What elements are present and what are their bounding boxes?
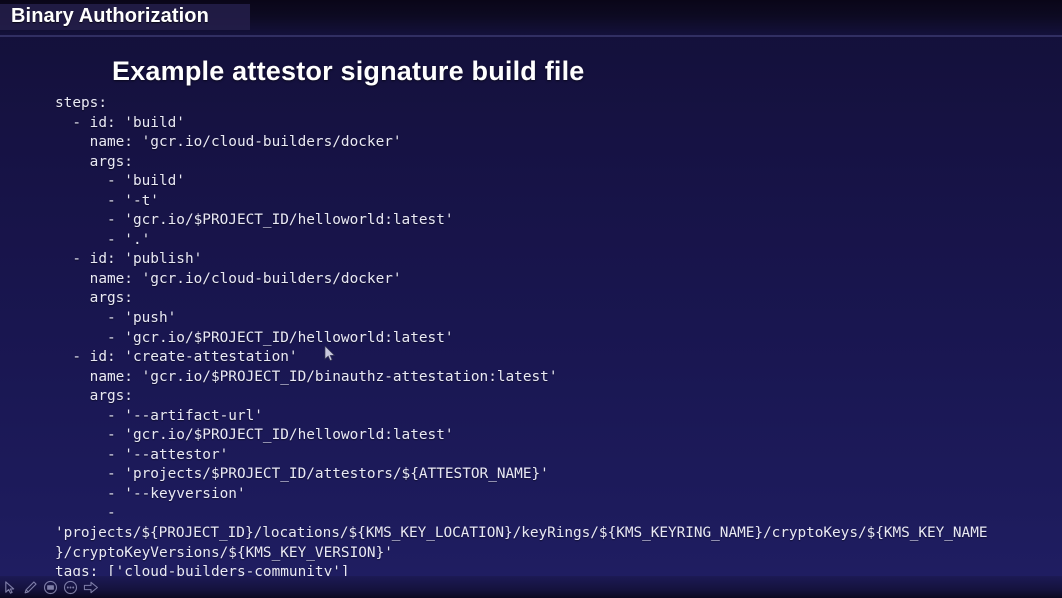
code-line: args: [55,153,133,170]
code-line: - id: 'create-attestation' [55,349,298,366]
next-slide-arrow-icon[interactable] [81,578,100,597]
code-line: - '.' [55,231,151,248]
slide-header-bar: Binary Authorization [0,0,1062,36]
slide-menu-icon[interactable] [41,578,60,597]
code-line: - id: 'publish' [55,251,203,268]
code-line: - '--keyversion' [55,485,246,502]
code-line: }/cryptoKeyVersions/${KMS_KEY_VERSION}' [55,544,393,561]
code-line: - 'push' [55,310,177,327]
more-options-icon[interactable] [61,578,80,597]
code-line: - '--attestor' [55,446,229,463]
header-title: Binary Authorization [11,5,209,27]
code-line: name: 'gcr.io/cloud-builders/docker' [55,270,402,287]
code-line: args: [55,290,133,307]
code-line: 'projects/${PROJECT_ID}/locations/${KMS_… [55,525,988,542]
header-highlight-band [0,4,250,30]
code-line: - 'projects/$PROJECT_ID/attestors/${ATTE… [55,466,549,483]
header-divider [0,35,1062,37]
code-line: - [55,505,116,522]
code-line: - 'gcr.io/$PROJECT_ID/helloworld:latest' [55,329,454,346]
code-line: - 'gcr.io/$PROJECT_ID/helloworld:latest' [55,427,454,444]
code-line: name: 'gcr.io/$PROJECT_ID/binauthz-attes… [55,368,558,385]
code-line: args: [55,388,133,405]
code-line: - 'build' [55,173,185,190]
presentation-toolbar[interactable] [0,576,1062,598]
code-line: name: 'gcr.io/cloud-builders/docker' [55,134,402,151]
code-line: - id: 'build' [55,114,185,131]
pen-icon[interactable] [21,578,40,597]
code-line: steps: [55,95,107,111]
code-line: - 'gcr.io/$PROJECT_ID/helloworld:latest' [55,212,454,229]
pointer-icon[interactable] [1,578,20,597]
code-block: steps: - id: 'build' name: 'gcr.io/cloud… [55,94,1050,583]
code-line: - '-t' [55,192,159,209]
code-line: - '--artifact-url' [55,407,263,424]
page-title: Example attestor signature build file [112,56,585,86]
